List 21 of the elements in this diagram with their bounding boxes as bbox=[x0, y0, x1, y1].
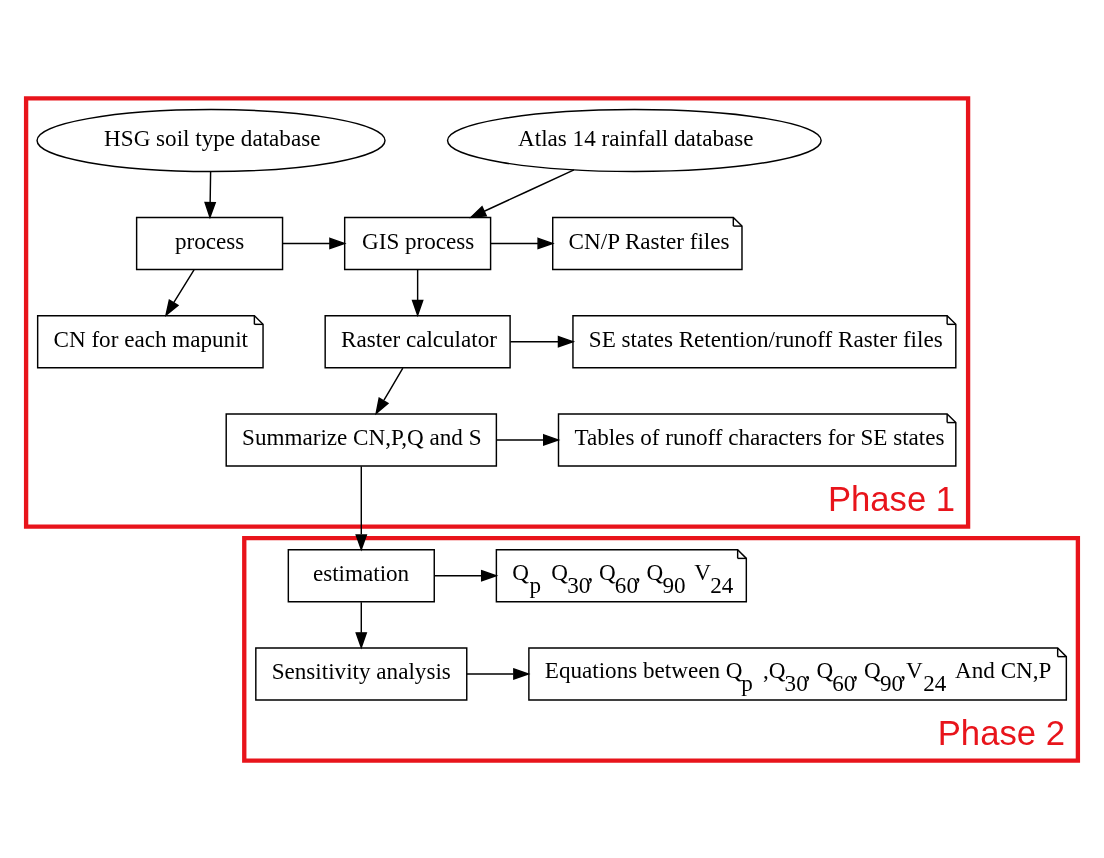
node-ellipse: Atlas 14 rainfall database bbox=[446, 108, 822, 172]
node-box: Raster calculator bbox=[324, 314, 511, 368]
arrow bbox=[509, 335, 576, 348]
node-box: process bbox=[135, 216, 284, 270]
arrow bbox=[433, 569, 499, 582]
arrow bbox=[411, 268, 424, 317]
arrow bbox=[495, 433, 561, 446]
node-box: Sensitivity analysis bbox=[255, 646, 468, 701]
arrow bbox=[469, 168, 575, 218]
arrow bbox=[375, 366, 404, 415]
node-box: estimation bbox=[287, 548, 435, 602]
arrow bbox=[355, 465, 368, 552]
node-box: Summarize CN,P,Q and S bbox=[225, 412, 498, 467]
arrow bbox=[490, 236, 555, 249]
node-box: GIS process bbox=[343, 216, 492, 270]
arrow bbox=[164, 268, 195, 317]
arrow bbox=[204, 170, 217, 219]
arrow bbox=[282, 236, 347, 249]
arrow bbox=[466, 667, 531, 680]
node-ellipse: HSG soil type database bbox=[36, 108, 386, 172]
arrow bbox=[355, 601, 368, 649]
